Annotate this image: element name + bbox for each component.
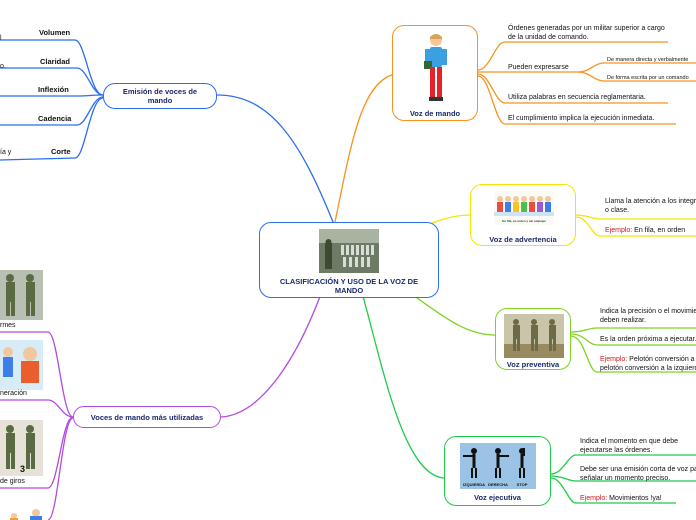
signal-word-left: IZQUIERDA (463, 482, 485, 487)
voz-mando-item-4[interactable]: El cumplimiento implica la ejecución inm… (508, 115, 655, 122)
voz-advertencia-item[interactable]: Llama la atención a los integrantes del … (605, 198, 696, 214)
ejemplo-text: Pelotón conversión a la derecha, pelotón… (600, 356, 696, 372)
voz-ejecutiva-item-1[interactable]: Indica el momento en que debe ejecutarse… (580, 438, 679, 454)
emision-clipped-text-2: o. (0, 63, 6, 70)
ejemplo-label: Ejemplo: (605, 227, 633, 234)
voz-preventiva-ejemplo[interactable]: Ejemplo: Pelotón conversión a la derecha… (600, 356, 696, 373)
voz-advertencia-title: Voz de advertencia (489, 235, 557, 244)
voz-preventiva-item-1[interactable]: Indica la precisión o el movimiento que … (600, 308, 696, 324)
giro-number: 3 (20, 464, 25, 474)
signal-word-right: DERECHA (488, 482, 508, 487)
voces-item-giros[interactable]: de giros (0, 478, 25, 485)
commander-figure-image (424, 34, 447, 101)
soldiers-marching-image (504, 314, 564, 358)
voz-ejecutiva-title: Voz ejecutiva (474, 493, 521, 502)
voz-mando-sub-item-1[interactable]: De manera directa y verbalmente (607, 57, 689, 63)
voz-preventiva-title: Voz preventiva (506, 360, 560, 369)
voz-preventiva-node[interactable]: Voz preventiva (495, 308, 571, 370)
voz-mando-item-2[interactable]: Pueden expresarse (508, 64, 569, 71)
emision-clipped-text-3: ía y (0, 149, 12, 156)
troops-formation-image (319, 229, 379, 273)
voces-utilizadas-node[interactable]: Voces de mando más utilizadas (73, 406, 221, 428)
central-topic[interactable]: CLASIFICACIÓN Y USO DE LA VOZ DE MANDO (259, 222, 439, 298)
emision-item-corte[interactable]: Corte (51, 147, 71, 156)
emision-item-volumen[interactable]: Volumen (39, 28, 71, 37)
partial-figure-image (10, 509, 42, 520)
emision-title: Emisión de voces de mando (122, 87, 198, 105)
voz-preventiva-item-2[interactable]: Es la orden próxima a ejecutar. (600, 336, 696, 343)
emision-item-inflexion[interactable]: Inflexión (38, 85, 69, 94)
voz-mando-sub-item-2[interactable]: De forma escrita por un comando (607, 75, 689, 81)
voces-item-enumeracion[interactable]: neración (0, 390, 27, 397)
children-in-line-image (494, 191, 554, 225)
voces-utilizadas-title: Voces de mando más utilizadas (90, 413, 204, 422)
directions-signals-image: IZQUIERDA DERECHA STOP (460, 443, 536, 489)
ejemplo-label: Ejemplo: (600, 356, 628, 363)
voz-ejecutiva-item-2[interactable]: Debe ser una emisión corta de voz para s… (580, 466, 696, 482)
voz-advertencia-ejemplo[interactable]: Ejemplo: En fila, en orden (605, 227, 685, 236)
voces-item-uniformes[interactable]: rmes (0, 322, 16, 329)
people-group-image (0, 340, 43, 390)
voz-mando-title: Voz de mando (409, 109, 461, 118)
emision-item-claridad[interactable]: Claridad (40, 57, 71, 66)
ejemplo-text: Movimientos !ya! (607, 495, 662, 502)
ejemplo-label: Ejemplo: (580, 495, 608, 502)
soldiers-turning-image: 3 (0, 420, 43, 476)
advertencia-picture-caption: En fila, en orden y sin empujar (502, 219, 546, 223)
uniformed-soldiers-image (0, 270, 43, 320)
voz-mando-node[interactable]: Voz de mando (392, 25, 478, 121)
voz-mando-item-3[interactable]: Utiliza palabras en secuencia reglamenta… (508, 94, 646, 101)
ejemplo-text: En fila, en orden (632, 227, 686, 234)
voz-advertencia-node[interactable]: En fila, en orden y sin empujar Voz de a… (470, 184, 576, 246)
signal-word-stop: STOP (517, 482, 528, 487)
voz-mando-item-1[interactable]: Órdenes generadas por un militar superio… (508, 25, 665, 41)
emision-item-cadencia[interactable]: Cadencia (38, 114, 72, 123)
emision-clipped-text-1: l (0, 35, 2, 42)
voz-ejecutiva-ejemplo[interactable]: Ejemplo: Movimientos !ya! (580, 495, 662, 504)
central-title: CLASIFICACIÓN Y USO DE LA VOZ DE MANDO (279, 277, 419, 295)
voz-ejecutiva-node[interactable]: IZQUIERDA DERECHA STOP Voz ejecutiva (444, 436, 551, 506)
emision-node[interactable]: Emisión de voces de mando (103, 83, 217, 109)
